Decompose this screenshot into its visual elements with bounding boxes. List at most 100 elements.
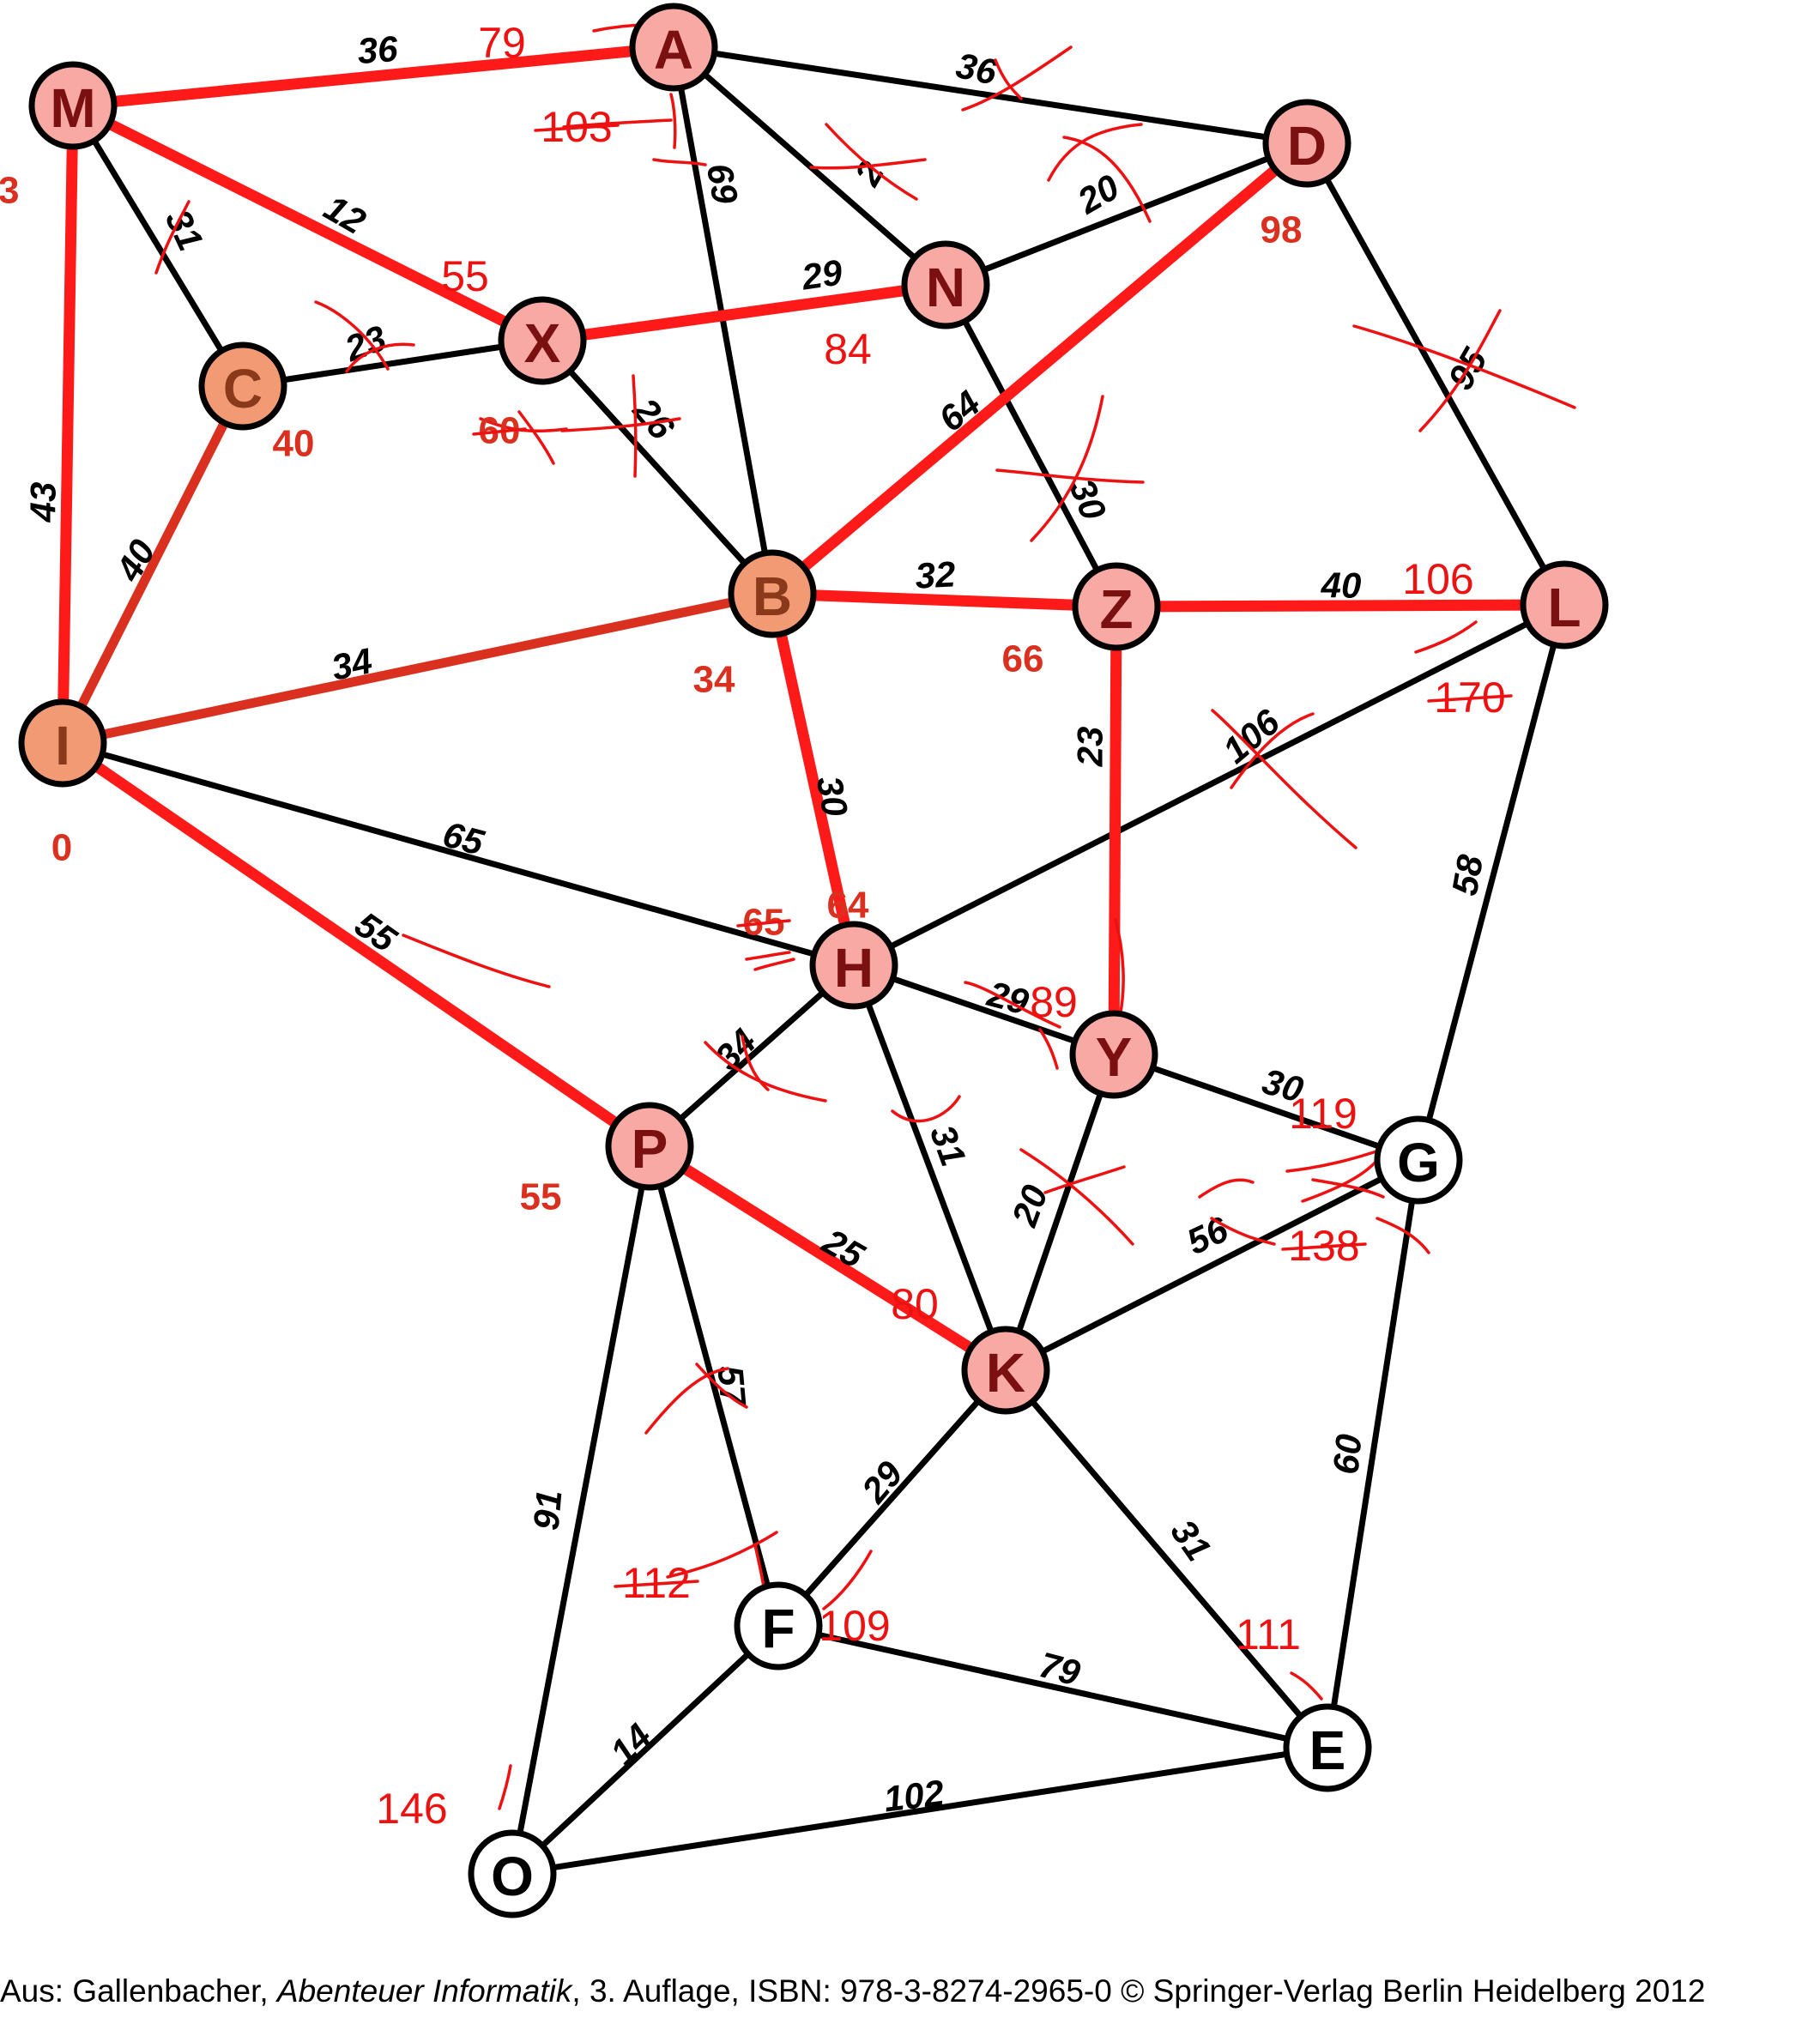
node-label-K: K bbox=[986, 1342, 1025, 1404]
strike-mark-4 bbox=[961, 45, 1073, 112]
distance-O-146: 146 bbox=[376, 1785, 447, 1833]
distance-A-79: 79 bbox=[478, 19, 526, 67]
distance-strike-L-170 bbox=[1427, 694, 1513, 703]
edges-layer bbox=[57, 41, 1570, 1877]
strike-mark-31 bbox=[1019, 1148, 1134, 1246]
strike-mark-28 bbox=[704, 1041, 827, 1103]
node-H: H bbox=[809, 921, 898, 1010]
strike-mark-17 bbox=[560, 417, 681, 432]
node-P: P bbox=[605, 1102, 694, 1191]
edge-I-B bbox=[57, 589, 777, 748]
distance-E-111: 111 bbox=[1236, 1610, 1301, 1659]
node-label-B: B bbox=[753, 565, 792, 627]
distance-strike-H-65 bbox=[736, 919, 791, 927]
strike-mark-30 bbox=[891, 1095, 961, 1123]
edge-A-D bbox=[670, 44, 1310, 147]
node-M: M bbox=[28, 61, 118, 150]
strike-mark-13 bbox=[314, 300, 390, 371]
edge-G-E bbox=[1324, 1157, 1422, 1751]
node-D: D bbox=[1262, 99, 1351, 188]
distance-strike-F-112 bbox=[614, 1580, 699, 1588]
node-circle-P bbox=[605, 1102, 694, 1191]
edge-N-D bbox=[942, 140, 1310, 288]
node-circle-N bbox=[901, 240, 990, 329]
node-G: G bbox=[1374, 1115, 1463, 1205]
edge-K-F bbox=[775, 1367, 1009, 1629]
strike-mark-26 bbox=[1038, 1028, 1059, 1070]
edge-M-A bbox=[67, 41, 680, 112]
node-label-P: P bbox=[632, 1118, 668, 1180]
distance-D-98: 98 bbox=[1261, 209, 1303, 251]
distance-M-43: 43 bbox=[0, 170, 19, 212]
node-label-D: D bbox=[1287, 115, 1327, 177]
node-circle-A bbox=[629, 3, 718, 92]
strike-mark-19 bbox=[995, 468, 1145, 484]
strike-mark-37 bbox=[1301, 1158, 1379, 1203]
edge-Y-K bbox=[1002, 1051, 1117, 1374]
strike-mark-9 bbox=[1047, 123, 1143, 182]
edge-K-E bbox=[1002, 1367, 1331, 1751]
distance-strike-X-60 bbox=[472, 427, 527, 436]
edge-weight-K-F: 29 bbox=[853, 1453, 910, 1511]
edge-A-N bbox=[670, 44, 949, 288]
edge-F-O bbox=[509, 1622, 782, 1877]
edge-L-G bbox=[1415, 601, 1568, 1163]
strike-mark-27 bbox=[1114, 918, 1125, 1018]
edge-X-B bbox=[539, 337, 776, 597]
node-L: L bbox=[1520, 560, 1609, 650]
edge-weight-Z-Y: 23 bbox=[1070, 727, 1110, 768]
node-label-N: N bbox=[926, 257, 965, 318]
edge-B-Z bbox=[766, 588, 1122, 613]
node-circle-D bbox=[1262, 99, 1351, 188]
node-A: A bbox=[629, 3, 718, 92]
edge-weight-K-G: 56 bbox=[1181, 1209, 1235, 1263]
edge-weight-L-G: 58 bbox=[1444, 851, 1491, 898]
edge-H-K bbox=[850, 962, 1009, 1374]
strike-mark-35 bbox=[1285, 1148, 1383, 1173]
strike-mark-39 bbox=[644, 1367, 729, 1435]
strike-mark-45 bbox=[498, 1764, 512, 1810]
edge-weight-Z-L: 40 bbox=[1321, 565, 1362, 606]
strike-mark-40 bbox=[695, 1362, 748, 1409]
edge-weight-I-P: 55 bbox=[348, 903, 404, 960]
edge-weight-M-A: 36 bbox=[356, 28, 400, 71]
node-label-H: H bbox=[834, 937, 874, 999]
node-circle-I bbox=[18, 698, 107, 788]
node-label-L: L bbox=[1547, 577, 1581, 638]
edge-weight-A-N: 2 bbox=[846, 154, 892, 193]
edge-M-I bbox=[57, 100, 79, 749]
strike-mark-25 bbox=[964, 981, 1061, 1029]
node-label-I: I bbox=[55, 715, 70, 776]
edge-weight-G-E: 60 bbox=[1326, 1433, 1370, 1477]
distance-G-119: 119 bbox=[1289, 1090, 1357, 1138]
node-X: X bbox=[498, 296, 587, 385]
distance-Z-66: 66 bbox=[1002, 638, 1044, 680]
distance-strike-A-103 bbox=[534, 124, 620, 132]
strike-mark-44 bbox=[1290, 1671, 1323, 1701]
distance-strike-G-138 bbox=[1281, 1242, 1367, 1251]
distance-N-84: 84 bbox=[824, 325, 872, 373]
strike-mark-7 bbox=[809, 158, 927, 170]
edge-weight-A-B: 69 bbox=[699, 160, 747, 208]
strike-mark-10 bbox=[1352, 324, 1576, 409]
edge-X-N bbox=[536, 279, 952, 347]
edge-weight-B-Z: 32 bbox=[914, 553, 956, 595]
edge-B-H bbox=[766, 588, 860, 971]
strike-mark-41 bbox=[666, 1531, 778, 1579]
edge-H-L bbox=[850, 601, 1568, 969]
distance-Y-89: 89 bbox=[1030, 978, 1078, 1026]
distance-C-40: 40 bbox=[273, 423, 315, 465]
edge-C-I bbox=[57, 381, 248, 748]
edge-C-X bbox=[239, 337, 546, 390]
distance-L-106: 106 bbox=[1402, 555, 1473, 603]
node-circle-G bbox=[1374, 1115, 1463, 1205]
distance-H-64: 64 bbox=[827, 885, 869, 927]
node-circle-K bbox=[961, 1326, 1050, 1415]
node-label-M: M bbox=[50, 77, 95, 139]
edge-weight-N-D: 20 bbox=[1070, 166, 1126, 222]
edge-weight-K-E: 31 bbox=[1163, 1512, 1218, 1568]
strike-mark-14 bbox=[345, 342, 415, 373]
node-Z: Z bbox=[1072, 562, 1161, 651]
edge-M-X bbox=[67, 100, 548, 347]
